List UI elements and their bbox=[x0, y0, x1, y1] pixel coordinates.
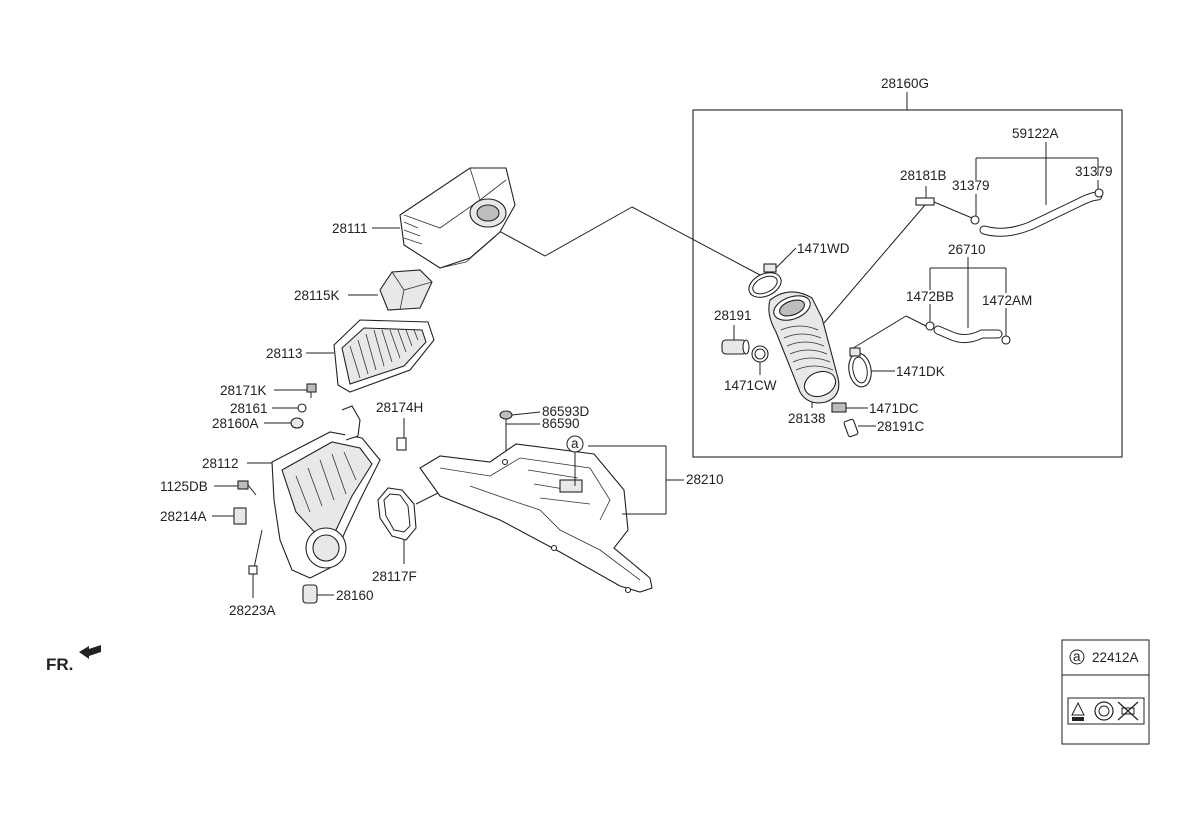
part-label-31379-a[interactable]: 31379 bbox=[952, 178, 990, 193]
leader-26710 bbox=[929, 257, 1007, 336]
legend-symbol: a bbox=[1073, 649, 1081, 664]
part-label-1471wd[interactable]: 1471WD bbox=[797, 241, 850, 256]
part-label-28161[interactable]: 28161 bbox=[230, 401, 268, 416]
clamp-1471cw bbox=[751, 345, 769, 375]
part-label-28160a[interactable]: 28160A bbox=[212, 416, 259, 431]
part-label-1471dc[interactable]: 1471DC bbox=[869, 401, 919, 416]
clamp-1471wd bbox=[748, 247, 797, 298]
part-label-1472bb[interactable]: 1472BB bbox=[906, 289, 954, 304]
part-label-28111[interactable]: 28111 bbox=[332, 221, 368, 236]
air-cleaner-cover-28111 bbox=[372, 167, 516, 269]
part-label-28214a[interactable]: 28214A bbox=[160, 509, 207, 524]
connector-lines bbox=[487, 206, 761, 276]
bolt-1125db bbox=[214, 480, 257, 496]
part-label-28160[interactable]: 28160 bbox=[336, 588, 374, 603]
clamp-1471dk bbox=[848, 347, 895, 388]
part-label-28223a[interactable]: 28223A bbox=[229, 603, 276, 618]
part-label-28181b[interactable]: 28181B bbox=[900, 168, 947, 183]
grommet-28160a bbox=[264, 417, 304, 429]
part-label-59122a[interactable]: 59122A bbox=[1012, 126, 1059, 141]
part-label-28210[interactable]: 28210 bbox=[686, 472, 724, 487]
bolt-28174h bbox=[396, 418, 407, 451]
part-label-1472am[interactable]: 1472AM bbox=[982, 293, 1032, 308]
warning-label-icon bbox=[1067, 697, 1145, 725]
part-label-1471cw[interactable]: 1471CW bbox=[724, 378, 777, 393]
part-label-28112[interactable]: 28112 bbox=[202, 456, 239, 471]
clip-1471dc bbox=[831, 402, 868, 413]
part-label-26710[interactable]: 26710 bbox=[948, 242, 986, 257]
bracket-28214a bbox=[212, 507, 247, 525]
intake-hose-28138 bbox=[768, 291, 840, 408]
filter-element-28113 bbox=[306, 319, 435, 393]
front-indicator: FR. bbox=[46, 645, 101, 674]
legend-part-22412a[interactable]: 22412A bbox=[1092, 650, 1139, 665]
callout-a-letter: a bbox=[571, 436, 579, 451]
part-label-28113[interactable]: 28113 bbox=[266, 346, 303, 361]
assembly-box-28160g bbox=[692, 92, 1123, 458]
front-arrow-icon bbox=[79, 645, 101, 659]
leader-28210 bbox=[574, 445, 684, 515]
bolt-28171k bbox=[274, 383, 317, 398]
part-label-86593d[interactable]: 86593D bbox=[542, 404, 590, 419]
mount-28160 bbox=[302, 584, 334, 604]
part-label-28138[interactable]: 28138 bbox=[788, 411, 826, 426]
part-label-28160g[interactable]: 28160G bbox=[881, 76, 929, 91]
air-guide-28210 bbox=[419, 443, 653, 594]
nipple-28181b bbox=[817, 186, 973, 331]
part-label-28171k[interactable]: 28171K bbox=[220, 383, 267, 398]
gasket-28117f bbox=[377, 487, 445, 564]
air-cleaner-body-28112 bbox=[247, 405, 381, 579]
hose-59122a bbox=[970, 188, 1104, 237]
part-label-28174h[interactable]: 28174H bbox=[376, 400, 423, 415]
part-label-1125db[interactable]: 1125DB bbox=[160, 479, 208, 494]
grommet-28161 bbox=[272, 403, 307, 413]
nipple-28191c bbox=[843, 418, 876, 438]
part-label-31379-b[interactable]: 31379 bbox=[1075, 164, 1113, 179]
part-label-28115k[interactable]: 28115K bbox=[294, 288, 340, 303]
part-label-28117f[interactable]: 28117F bbox=[372, 569, 417, 584]
part-label-86590[interactable]: 86590 bbox=[542, 416, 580, 431]
part-label-28191[interactable]: 28191 bbox=[714, 308, 752, 323]
sensor-28191 bbox=[721, 325, 750, 355]
resonator-duct-28115k bbox=[348, 269, 433, 311]
legend-box: a 22412A bbox=[1061, 639, 1150, 745]
screw-28223a bbox=[248, 529, 263, 598]
front-label: FR. bbox=[46, 655, 73, 674]
part-label-28191c[interactable]: 28191C bbox=[877, 419, 925, 434]
hose-26710 bbox=[849, 315, 1011, 351]
leader-59122a bbox=[975, 142, 1099, 218]
part-label-1471dk[interactable]: 1471DK bbox=[896, 364, 945, 379]
callout-a: a bbox=[566, 435, 584, 453]
